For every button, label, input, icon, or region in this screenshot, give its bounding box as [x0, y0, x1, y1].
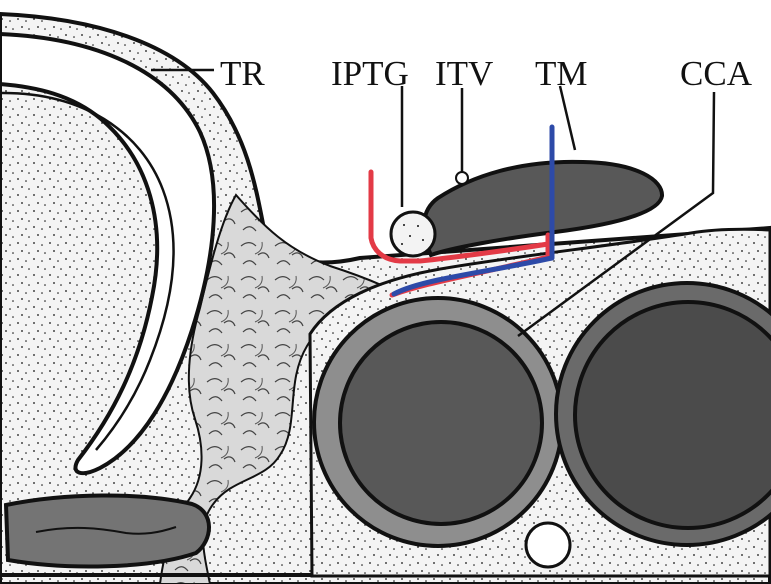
itv-marker	[456, 172, 468, 184]
cca-label: CCA	[680, 54, 753, 93]
itv-label: ITV	[435, 54, 493, 93]
small-white-structure	[526, 523, 570, 567]
tm-label: TM	[535, 54, 588, 93]
iptg-label: IPTG	[331, 54, 409, 93]
common-carotid-inner	[340, 322, 542, 524]
iptg-nodule	[391, 212, 435, 256]
tr-label: TR	[220, 54, 265, 93]
